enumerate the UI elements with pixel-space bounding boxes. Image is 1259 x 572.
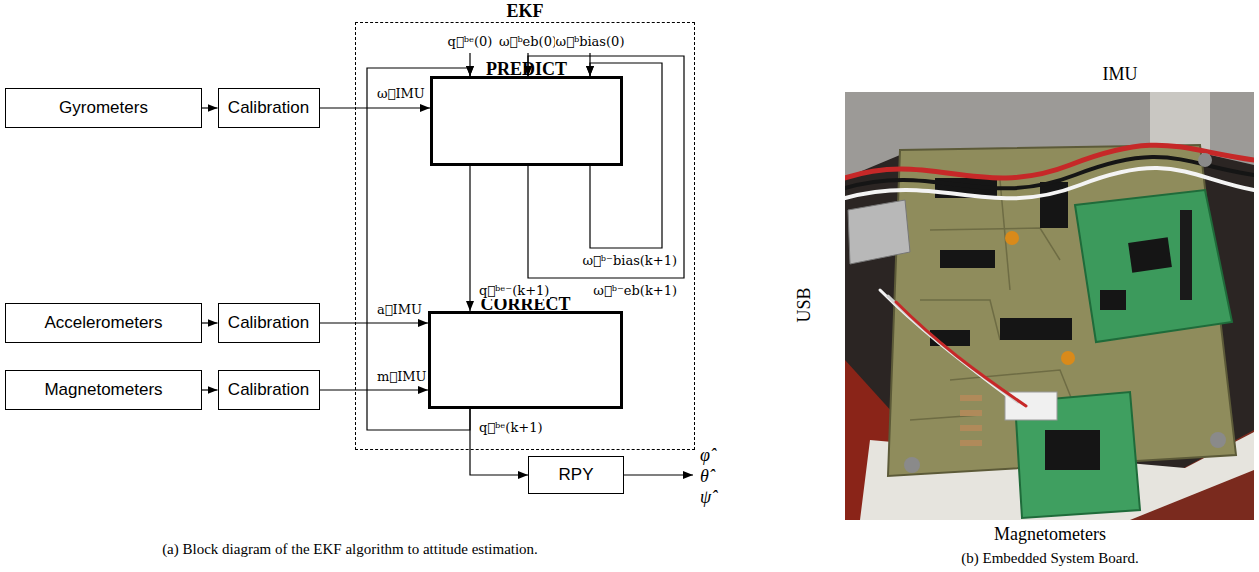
resistors bbox=[960, 395, 982, 401]
standoffs bbox=[1198, 153, 1212, 167]
usb-connector bbox=[848, 200, 910, 264]
capacitors bbox=[1005, 231, 1075, 365]
block-label: Calibration bbox=[228, 98, 309, 118]
block-label: RPY bbox=[559, 465, 594, 485]
signal-connector bbox=[320, 389, 429, 390]
standoffs bbox=[904, 153, 1226, 473]
region-heading: EKF bbox=[356, 1, 694, 21]
signal-connector bbox=[320, 322, 429, 323]
block-label: Calibration bbox=[228, 313, 309, 333]
imu-board bbox=[1075, 190, 1232, 342]
capacitors bbox=[1061, 351, 1075, 365]
initial-condition-label: ω⃗ᵇeb(0) bbox=[498, 34, 558, 50]
signal-label: ω⃗ᵇ⁻bias(k+1) bbox=[581, 253, 678, 269]
signal-label: ω⃗ᵇ⁻eb(k+1) bbox=[592, 283, 678, 299]
calibration-box: Calibration bbox=[218, 370, 320, 410]
board-photo bbox=[845, 92, 1254, 520]
photo-part-label: USB bbox=[794, 287, 814, 322]
output-angle-label: φ̂ bbox=[700, 445, 710, 465]
output-angle-label: θ̂ bbox=[700, 466, 709, 486]
output-angle-label: ψ̂ bbox=[700, 487, 711, 507]
capacitors bbox=[1005, 231, 1019, 245]
signal-connector bbox=[202, 389, 218, 390]
sub-caption: (b) Embedded System Board. bbox=[961, 549, 1138, 567]
calibration-box: Calibration bbox=[218, 303, 320, 343]
resistors bbox=[960, 395, 982, 446]
signal-connector bbox=[470, 409, 528, 475]
sensor-box: Accelerometers bbox=[5, 303, 202, 343]
photo-part-label: Magnetometers bbox=[994, 524, 1106, 544]
signal-label: ω⃗IMU bbox=[376, 86, 426, 102]
signal-label: a⃗IMU bbox=[376, 302, 423, 318]
initial-condition-label: ω⃗ᵇbias(0) bbox=[555, 34, 626, 50]
signal-connector bbox=[320, 107, 431, 108]
ic-chips bbox=[930, 178, 1072, 346]
correct-block: CORRECT bbox=[428, 311, 623, 409]
standoffs bbox=[1210, 432, 1226, 448]
ic-chips bbox=[1000, 318, 1072, 340]
wires bbox=[845, 168, 1254, 198]
block-label: Calibration bbox=[228, 380, 309, 400]
signal-label: q⃗ᵇᵉ⁻(k+1) bbox=[478, 283, 550, 299]
resistors bbox=[960, 410, 982, 416]
photo-part-label: IMU bbox=[1103, 64, 1138, 84]
board-photo bbox=[845, 92, 1254, 520]
ic-chips bbox=[940, 250, 995, 268]
calibration-box: Calibration bbox=[218, 88, 320, 128]
block-label: PREDICT bbox=[433, 57, 620, 81]
board-photo bbox=[1128, 237, 1172, 272]
board-photo bbox=[1100, 290, 1126, 310]
signal-connector bbox=[469, 166, 470, 311]
figure-caption: (a) Block diagram of the EKF algorithm t… bbox=[162, 540, 538, 558]
initial-condition-label: q⃗ᵇᵉ(0) bbox=[447, 34, 494, 50]
wires bbox=[896, 302, 1026, 406]
signal-label: q⃗ᵇᵉ(k+1) bbox=[478, 420, 544, 436]
wires bbox=[845, 145, 1254, 406]
resistors bbox=[960, 425, 982, 431]
signal-label: m⃗IMU bbox=[376, 369, 428, 385]
sensor-box: Magnetometers bbox=[5, 370, 202, 410]
standoffs bbox=[904, 457, 920, 473]
block-label: Magnetometers bbox=[44, 380, 162, 400]
block-label: Gyrometers bbox=[59, 98, 148, 118]
predict-block: PREDICT bbox=[430, 76, 623, 166]
output-arrow bbox=[624, 474, 693, 475]
rpy-block: RPY bbox=[528, 456, 624, 494]
resistors bbox=[960, 440, 982, 446]
signal-connector bbox=[202, 107, 218, 108]
signal-connector bbox=[202, 322, 218, 323]
board-photo bbox=[1180, 210, 1192, 300]
block-label: Accelerometers bbox=[44, 313, 162, 333]
board-photo bbox=[1045, 430, 1100, 470]
sensor-box: Gyrometers bbox=[5, 88, 202, 128]
